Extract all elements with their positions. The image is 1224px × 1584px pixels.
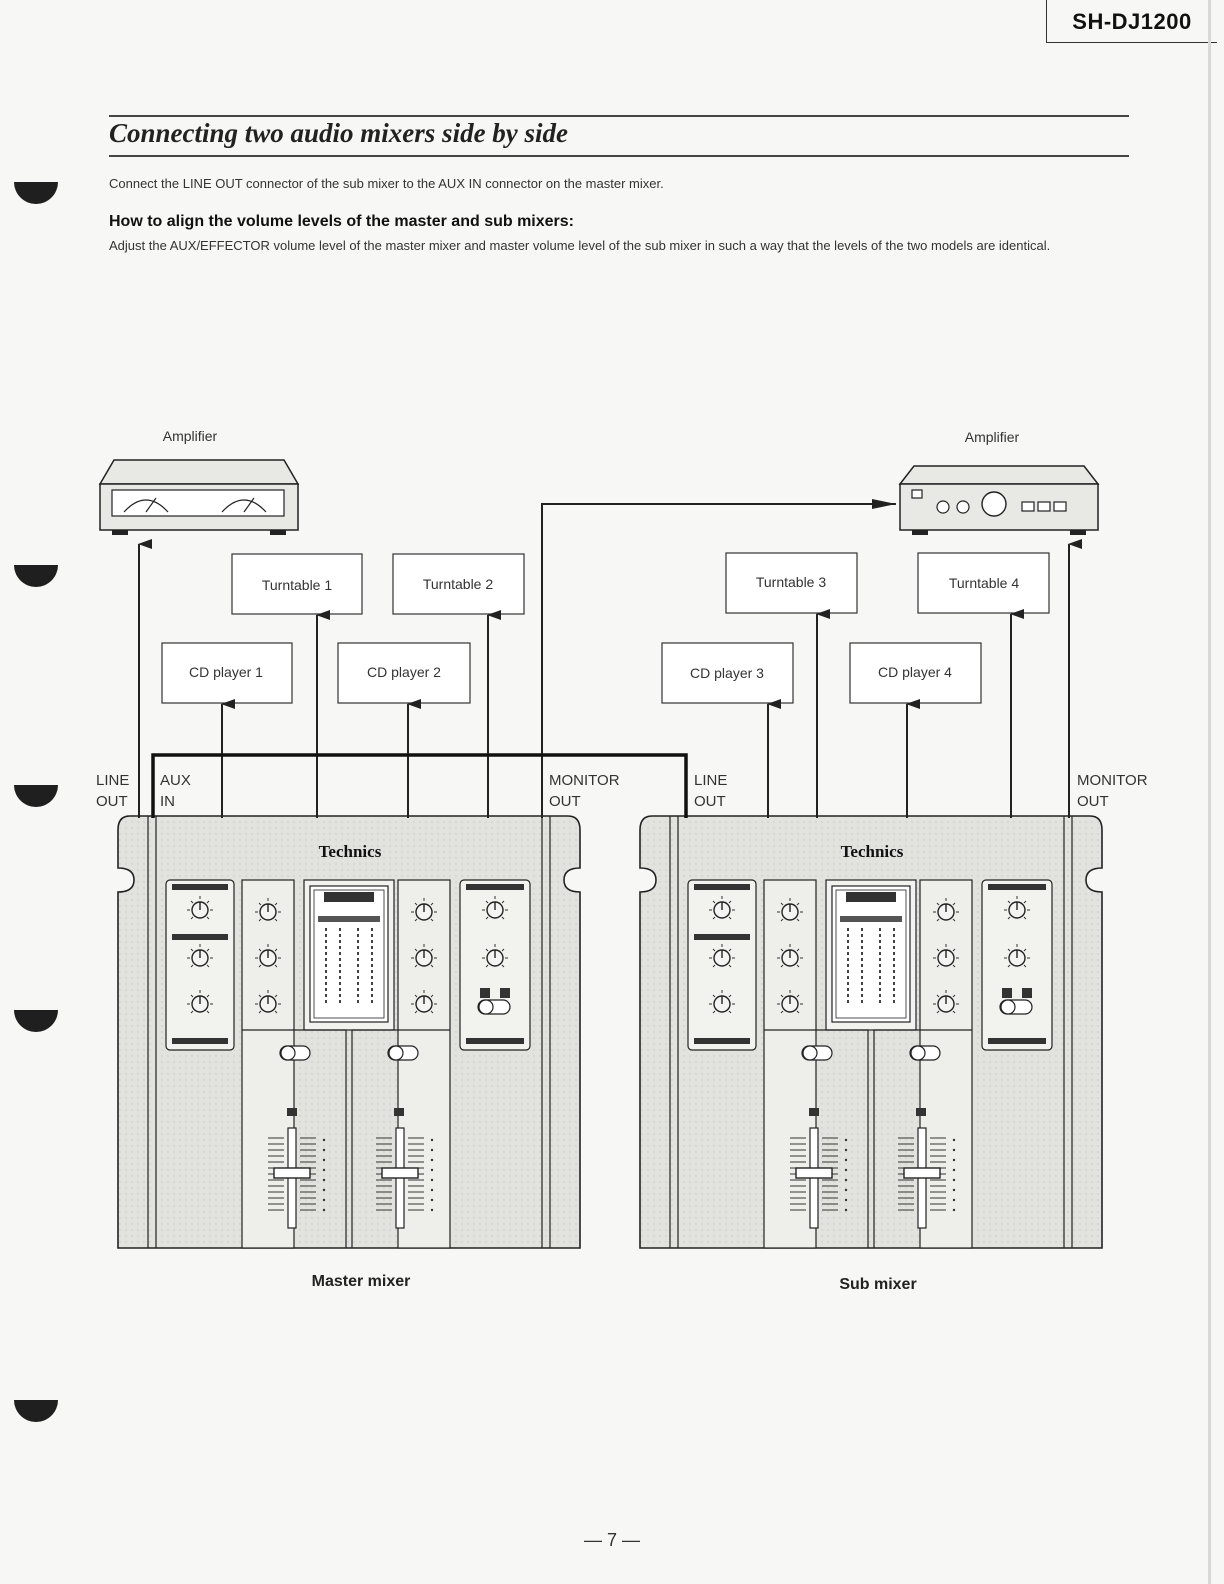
cd-player-2-label: CD player 2: [367, 664, 441, 680]
master-aux-in-label-1: AUX: [160, 772, 191, 789]
master-brand-logo: Technics: [319, 842, 382, 861]
cd-player-3-label: CD player 3: [690, 665, 764, 681]
cd-player-1-label: CD player 1: [189, 664, 263, 680]
sub-monitor-out-label-2: OUT: [1077, 793, 1109, 810]
body-paragraph: Adjust the AUX/EFFECTOR volume level of …: [109, 238, 1051, 253]
amplifier-right-label: Amplifier: [965, 429, 1020, 445]
sub-line-out-label-2: OUT: [694, 793, 726, 810]
master-monitor-out-label-2: OUT: [549, 793, 581, 810]
cd-player-1-box: CD player 1: [161, 642, 293, 704]
master-line-out-label-2: OUT: [96, 793, 128, 810]
sub-brand-logo: Technics: [841, 842, 904, 861]
model-number: SH-DJ1200: [1046, 0, 1217, 43]
master-monitor-out-label-1: MONITOR: [549, 772, 620, 789]
sub-line-out-label-1: LINE: [694, 772, 727, 789]
title-rule-top: [109, 115, 1129, 117]
page-edge: [1208, 0, 1211, 1584]
cables: [138, 499, 1082, 818]
turntable-3-label: Turntable 3: [756, 574, 827, 590]
page-number: — 7 —: [583, 1530, 640, 1550]
sub-mixer: [640, 816, 1102, 1248]
cable-monitor-out-to-amp-right: [541, 499, 896, 818]
amplifier-right: [898, 465, 1100, 535]
title-rule-bottom: [109, 155, 1129, 157]
turntable-4-box: Turntable 4: [917, 552, 1050, 614]
amplifier-left: [98, 459, 300, 535]
section-title: Connecting two audio mixers side by side: [109, 118, 569, 148]
cable-sub-line-out-to-master-aux-in: [151, 753, 688, 818]
cd-player-4-box: CD player 4: [849, 642, 982, 704]
turntable-2-label: Turntable 2: [423, 576, 494, 592]
master-mixer-caption: Master mixer: [312, 1273, 411, 1290]
subheading: How to align the volume levels of the ma…: [109, 213, 574, 230]
master-mixer: [118, 816, 580, 1248]
turntable-1-label: Turntable 1: [262, 577, 333, 593]
cd-player-4-label: CD player 4: [878, 664, 952, 680]
intro-text: Connect the LINE OUT connector of the su…: [109, 176, 664, 191]
turntable-3-box: Turntable 3: [725, 552, 858, 614]
sub-mixer-caption: Sub mixer: [839, 1276, 916, 1293]
cd-player-3-box: CD player 3: [661, 642, 794, 704]
sub-monitor-out-label-1: MONITOR: [1077, 772, 1148, 789]
turntable-1-box: Turntable 1: [231, 553, 363, 615]
turntable-2-box: Turntable 2: [392, 553, 525, 615]
master-aux-in-label-2: IN: [160, 793, 175, 810]
cd-player-2-box: CD player 2: [337, 642, 471, 704]
master-line-out-label-1: LINE: [96, 772, 129, 789]
amplifier-left-label: Amplifier: [163, 428, 218, 444]
turntable-4-label: Turntable 4: [949, 575, 1020, 591]
